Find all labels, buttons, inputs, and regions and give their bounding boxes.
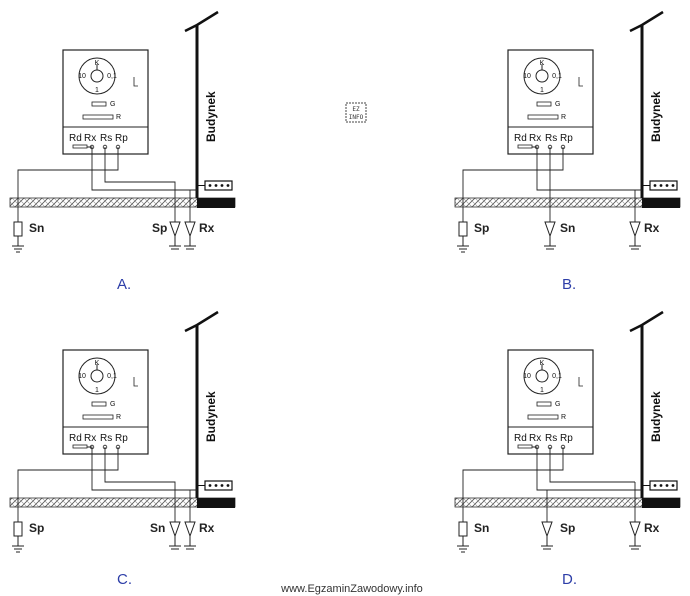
svg-text:Rp: Rp: [115, 133, 128, 144]
building-label: Budynek: [204, 91, 218, 142]
equipotential-bar: [642, 480, 678, 491]
electrode-Rx: [629, 521, 641, 550]
svg-text:Rx: Rx: [84, 433, 96, 444]
earth-resistance-meter: K 10 0,1 1 G R Rd Rx Rs Rp: [507, 349, 594, 455]
wiring: [17, 446, 197, 522]
svg-text:10: 10: [78, 373, 86, 380]
electrode-Sp: [169, 221, 181, 250]
svg-text:Rx: Rx: [84, 133, 96, 144]
electrode-Rx: [629, 221, 641, 250]
svg-text:Rd: Rd: [514, 133, 527, 144]
building: Budynek: [629, 310, 680, 508]
svg-text:Rd: Rd: [514, 433, 527, 444]
label-right: Rx: [199, 521, 215, 535]
label-mid: Sn: [150, 521, 165, 535]
svg-text:10: 10: [523, 373, 531, 380]
option-c-diagram[interactable]: Budynek K 10 0,1 1 G R Rd Rx Rs Rp: [9, 310, 236, 588]
label-left: Sn: [29, 221, 44, 235]
building: Budynek: [184, 310, 235, 508]
svg-text:0,1: 0,1: [552, 373, 562, 380]
equipotential-bar: [197, 480, 233, 491]
wiring: [462, 146, 642, 222]
svg-text:0,1: 0,1: [552, 73, 562, 80]
svg-text:Rs: Rs: [100, 133, 112, 144]
electrode-Sp: [541, 521, 553, 550]
building-label: Budynek: [649, 91, 663, 142]
electrode-Sn: [169, 521, 181, 550]
label-right: Rx: [644, 221, 660, 235]
svg-text:Rs: Rs: [545, 433, 557, 444]
wiring: [17, 146, 197, 222]
equipotential-bar: [642, 180, 678, 191]
footer-url: www.EgzaminZawodowy.info: [280, 583, 423, 595]
option-letter: D.: [562, 571, 577, 588]
svg-text:G: G: [110, 401, 115, 408]
svg-text:0,1: 0,1: [107, 73, 117, 80]
svg-text:G: G: [555, 401, 560, 408]
electrode-Sn: [544, 221, 556, 250]
svg-text:Rp: Rp: [560, 433, 573, 444]
earth-resistance-meter: K 10 0,1 1 G R Rd Rx Rs Rp: [507, 49, 594, 155]
ez-info-logo: EZ INFO: [345, 102, 367, 123]
option-letter: C.: [117, 571, 132, 588]
svg-text:G: G: [110, 101, 115, 108]
label-mid: Sn: [560, 221, 575, 235]
svg-text:EZ: EZ: [352, 106, 360, 113]
label-left: Sn: [474, 521, 489, 535]
option-d-diagram[interactable]: Budynek K 10 0,1 1 G R Rd Rx Rs Rp: [454, 310, 681, 588]
svg-text:Rx: Rx: [529, 133, 541, 144]
svg-text:G: G: [555, 101, 560, 108]
svg-text:Rp: Rp: [115, 433, 128, 444]
electrode-Sn: [12, 221, 24, 253]
label-left: Sp: [474, 221, 489, 235]
svg-text:10: 10: [523, 73, 531, 80]
building-label: Budynek: [649, 391, 663, 442]
svg-text:Rp: Rp: [560, 133, 573, 144]
building-label: Budynek: [204, 391, 218, 442]
svg-text:K: K: [540, 360, 545, 367]
electrode-Sn: [457, 521, 469, 553]
label-mid: Sp: [152, 221, 167, 235]
svg-text:Rs: Rs: [545, 133, 557, 144]
option-a-diagram[interactable]: Budynek K 10 0,1 1 G R Rd Rx Rs: [9, 10, 236, 293]
svg-text:1: 1: [540, 387, 544, 394]
svg-text:1: 1: [540, 87, 544, 94]
svg-text:K: K: [95, 360, 100, 367]
equipotential-bar: [197, 180, 233, 191]
label-left: Sp: [29, 521, 44, 535]
label-right: Rx: [644, 521, 660, 535]
svg-text:1: 1: [95, 87, 99, 94]
svg-text:R: R: [561, 114, 566, 121]
svg-text:R: R: [561, 414, 566, 421]
svg-text:1: 1: [95, 387, 99, 394]
earth-resistance-meter: K 10 0,1 1 G R Rd Rx Rs Rp: [62, 349, 149, 455]
option-letter: A.: [117, 276, 131, 293]
electrode-Rx: [184, 221, 196, 250]
wiring: [462, 446, 642, 522]
svg-text:INFO: INFO: [349, 114, 364, 121]
svg-text:10: 10: [78, 73, 86, 80]
svg-text:K: K: [540, 60, 545, 67]
option-b-diagram[interactable]: Budynek K 10 0,1 1 G R Rd Rx Rs Rp: [454, 10, 681, 293]
svg-text:Rd: Rd: [69, 133, 82, 144]
electrode-Rx: [184, 521, 196, 550]
svg-text:Rx: Rx: [529, 433, 541, 444]
option-letter: B.: [562, 276, 576, 293]
building: Budynek: [184, 10, 235, 208]
svg-text:0,1: 0,1: [107, 373, 117, 380]
label-mid: Sp: [560, 521, 575, 535]
svg-text:K: K: [95, 60, 100, 67]
svg-text:Rd: Rd: [69, 433, 82, 444]
label-right: Rx: [199, 221, 215, 235]
svg-text:Rs: Rs: [100, 433, 112, 444]
building: Budynek: [629, 10, 680, 208]
svg-text:R: R: [116, 114, 121, 121]
svg-text:R: R: [116, 414, 121, 421]
electrode-Sp: [457, 221, 469, 253]
earth-resistance-meter: K 10 0,1 1 G R Rd Rx Rs Rp: [62, 49, 149, 155]
electrode-Sp: [12, 521, 24, 553]
